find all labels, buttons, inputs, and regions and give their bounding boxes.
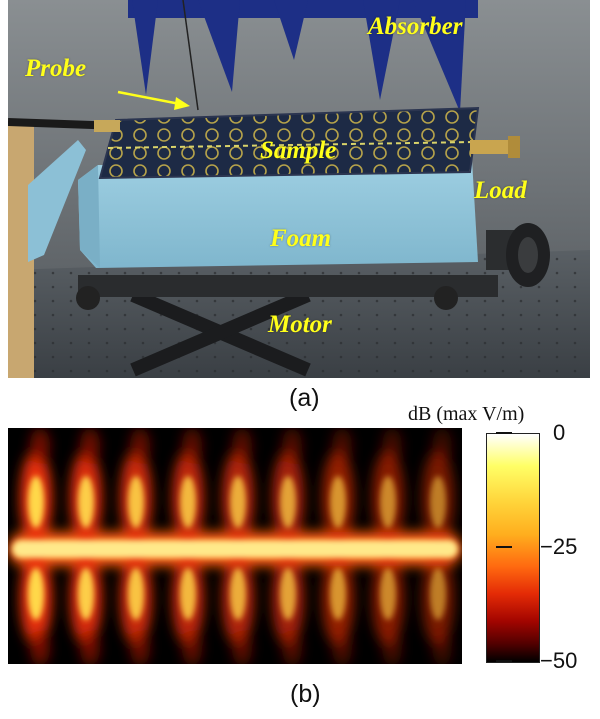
field-lobe-edge [182, 630, 202, 664]
field-lobe-lower-core [128, 568, 144, 620]
field-lobe-upper-core [230, 476, 246, 528]
field-lobe-edge [80, 630, 100, 664]
setup-photo: Absorber Probe Sample Load Foam Motor [8, 0, 590, 378]
load-label: Load [474, 177, 527, 204]
field-lobe-edge [30, 630, 50, 664]
field-band-core [12, 540, 458, 558]
field-lobe-edge [382, 630, 402, 664]
field-lobe-upper-core [380, 476, 396, 528]
field-lobe-lower-core [280, 568, 296, 620]
field-lobe-lower-core [180, 568, 196, 620]
field-lobe-edge [232, 428, 252, 464]
field-lobe-edge [182, 428, 202, 464]
field-lobe-edge [382, 428, 402, 464]
probe-label: Probe [25, 55, 87, 82]
colorbar-label-0: 0 [553, 420, 566, 445]
field-lobe-edge [432, 630, 452, 664]
motor-label: Motor [268, 311, 332, 338]
field-lobe-upper-core [180, 476, 196, 528]
field-map [8, 428, 462, 664]
field-lobe-edge [80, 428, 100, 464]
field-lobe-edge [282, 428, 302, 464]
colorbar-label-50: −50 [540, 648, 578, 673]
field-lobe-edge [432, 428, 452, 464]
panel-a-caption: (a) [289, 384, 320, 412]
absorber-label: Absorber [368, 13, 463, 40]
field-lobe-upper-core [330, 476, 346, 528]
setup-photo-drawing [8, 0, 590, 378]
field-lobe-edge [30, 428, 50, 464]
foam-label: Foam [270, 225, 332, 252]
field-lobe-lower-core [430, 568, 446, 620]
field-lobe-edge [332, 630, 352, 664]
field-lobe-lower-core [78, 568, 94, 620]
field-lobe-upper-core [430, 476, 446, 528]
field-lobe-upper-core [280, 476, 296, 528]
panel-b-caption: (b) [290, 680, 321, 708]
field-lobe-upper-core [78, 476, 94, 528]
field-lobe-lower-core [380, 568, 396, 620]
field-lobe-edge [332, 428, 352, 464]
field-lobe-lower-core [230, 568, 246, 620]
field-lobe-lower-core [28, 568, 44, 620]
colorbar-label-25: −25 [540, 534, 578, 559]
colorbar [486, 433, 540, 663]
colorbar-tick-mid [496, 546, 512, 548]
field-lobe-lower-core [330, 568, 346, 620]
field-lobe-upper-core [28, 476, 44, 528]
sample-label: Sample [260, 137, 337, 164]
field-lobe-edge [130, 428, 150, 464]
field-lobe-edge [232, 630, 252, 664]
field-lobe-edge [130, 630, 150, 664]
field-lobe-upper-core [128, 476, 144, 528]
colorbar-tick-top [496, 432, 512, 434]
field-lobe-edge [282, 630, 302, 664]
colorbar-tick-bottom [496, 660, 512, 662]
colorbar-unit: dB (max V/m) [408, 403, 525, 425]
field-map-drawing [8, 428, 462, 664]
